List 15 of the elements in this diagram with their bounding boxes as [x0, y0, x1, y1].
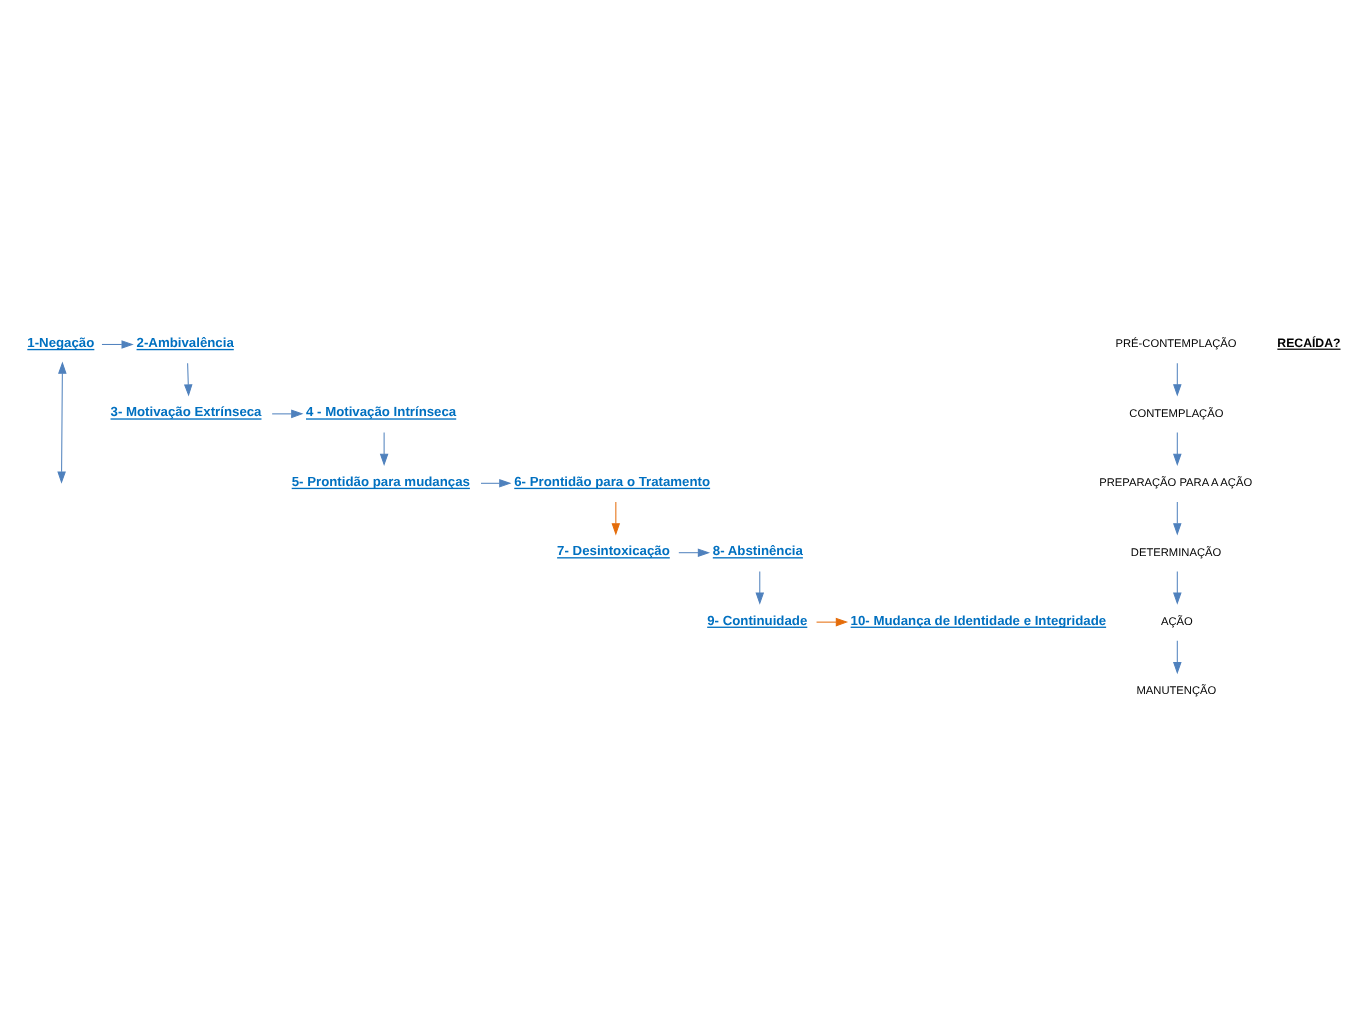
arrow	[56, 360, 66, 483]
arrow	[677, 547, 710, 556]
arrow	[378, 431, 388, 465]
arrow	[270, 408, 303, 418]
arrow	[1172, 431, 1181, 465]
arrow	[610, 500, 620, 535]
arrow	[1172, 639, 1181, 674]
arrow	[1172, 500, 1181, 535]
arrow	[100, 339, 133, 348]
arrow	[754, 569, 764, 604]
arrow	[182, 361, 192, 396]
arrow	[1172, 569, 1181, 604]
arrow	[815, 616, 848, 626]
arrow	[479, 478, 511, 487]
arrow	[1172, 361, 1181, 396]
